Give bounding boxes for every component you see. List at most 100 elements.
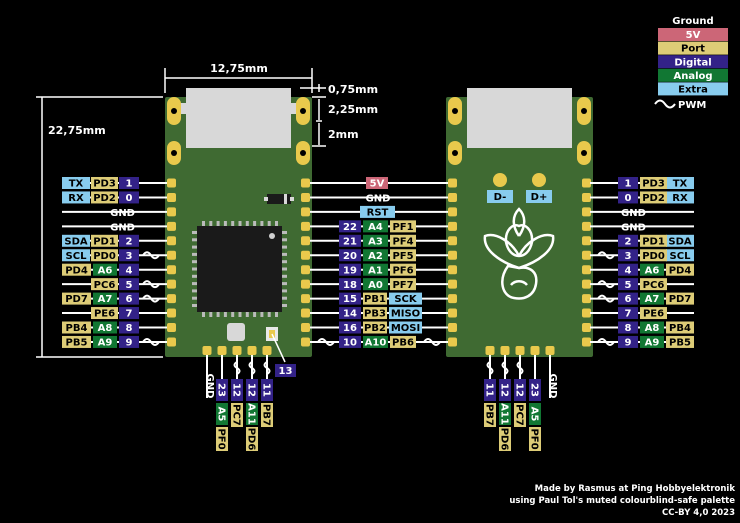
pin-port-pb5: PB5 bbox=[666, 335, 694, 349]
pin-digital-16: 16 bbox=[339, 321, 361, 334]
pin-port-pf7: PF7 bbox=[390, 278, 416, 291]
svg-text:0: 0 bbox=[126, 193, 133, 204]
svg-text:A8: A8 bbox=[98, 323, 113, 334]
legend-item-extra: Extra bbox=[658, 82, 728, 96]
svg-text:8: 8 bbox=[625, 323, 632, 334]
svg-text:18: 18 bbox=[343, 280, 357, 291]
front-left-pads bbox=[167, 178, 176, 347]
svg-text:6: 6 bbox=[126, 294, 133, 305]
svg-text:8: 8 bbox=[126, 323, 133, 334]
pin-digital-21: 21 bbox=[339, 234, 361, 247]
pin-port-pd1: PD1 bbox=[640, 234, 667, 247]
pin-digital-1: 1 bbox=[119, 177, 139, 190]
svg-text:PD7: PD7 bbox=[669, 294, 692, 305]
svg-text:5: 5 bbox=[126, 280, 133, 291]
svg-text:A9: A9 bbox=[98, 338, 113, 349]
credit-line-3: CC-BY 4,0 2023 bbox=[662, 508, 735, 518]
pin-digital-22: 22 bbox=[339, 220, 361, 233]
pin-port-pf4: PF4 bbox=[390, 234, 416, 247]
pin-port-pb4: PB4 bbox=[666, 321, 694, 334]
svg-text:PD0: PD0 bbox=[93, 251, 116, 262]
pin-digital-12: 12 bbox=[245, 379, 258, 401]
svg-text:23: 23 bbox=[215, 383, 226, 397]
svg-text:10: 10 bbox=[343, 338, 357, 349]
pin-extra-tx: TX bbox=[666, 177, 694, 190]
svg-text:21: 21 bbox=[343, 236, 357, 247]
svg-text:SDA: SDA bbox=[64, 236, 88, 247]
pin-port-pc6: PC6 bbox=[640, 278, 667, 291]
pwm-wave-icon bbox=[501, 361, 509, 375]
pin-digital-0: 0 bbox=[618, 191, 638, 204]
pwm-wave-icon bbox=[233, 361, 241, 375]
svg-text:RST: RST bbox=[367, 208, 389, 219]
svg-text:Extra: Extra bbox=[678, 85, 708, 96]
pin-label-gnd: GND bbox=[621, 222, 646, 233]
svg-text:4: 4 bbox=[126, 265, 133, 276]
pin-analog-a5: A5 bbox=[528, 403, 541, 425]
pin-port-pd2: PD2 bbox=[91, 191, 118, 204]
pwm-wave-icon bbox=[654, 99, 676, 109]
pin-digital-8: 8 bbox=[119, 321, 139, 334]
svg-text:0: 0 bbox=[625, 193, 632, 204]
usb-depth-dimension: 2mm bbox=[328, 128, 359, 141]
pin-digital-23: 23 bbox=[528, 379, 541, 401]
pin-analog-a7: A7 bbox=[640, 292, 664, 305]
usb-overhang-dimension: 0,75mm bbox=[328, 83, 378, 96]
pin-port-pf0: PF0 bbox=[215, 427, 228, 451]
pwm-wave-icon bbox=[142, 280, 160, 289]
svg-text:PF6: PF6 bbox=[392, 265, 413, 276]
front-bottom-pads bbox=[202, 346, 272, 355]
pin-digital-18: 18 bbox=[339, 278, 361, 291]
pin-digital-12: 12 bbox=[230, 379, 243, 401]
pwm-wave-icon bbox=[597, 337, 615, 346]
svg-text:TX: TX bbox=[673, 179, 688, 190]
pin-digital-9: 9 bbox=[119, 335, 139, 349]
crystal bbox=[227, 323, 245, 341]
back-left-pads bbox=[448, 178, 457, 347]
pin-digital-20: 20 bbox=[339, 249, 361, 262]
pin-port-pd0: PD0 bbox=[91, 249, 118, 262]
front-board bbox=[165, 88, 312, 357]
svg-text:A11: A11 bbox=[245, 403, 256, 425]
diode bbox=[264, 194, 294, 204]
svg-text:PC6: PC6 bbox=[643, 280, 665, 291]
pin-digital-12: 12 bbox=[498, 379, 511, 401]
pwm-wave-icon bbox=[423, 337, 441, 346]
svg-text:PB2: PB2 bbox=[364, 323, 386, 334]
pin-label-gnd: GND bbox=[547, 374, 558, 399]
legend-item-5v: 5V bbox=[658, 28, 728, 41]
pin-port-pd1: PD1 bbox=[91, 234, 118, 247]
orchid-logo-icon bbox=[483, 207, 555, 300]
pin-5v: 5V bbox=[366, 177, 388, 190]
pin-digital-12: 12 bbox=[513, 379, 526, 401]
pin-extra-rx: RX bbox=[666, 191, 694, 204]
svg-text:PF0: PF0 bbox=[215, 428, 226, 449]
pin-digital-3: 3 bbox=[618, 249, 638, 262]
pin-digital-0: 0 bbox=[119, 191, 139, 204]
pin-extra-sck: SCK bbox=[389, 292, 422, 305]
pin-digital-6: 6 bbox=[119, 292, 139, 305]
svg-text:A3: A3 bbox=[368, 236, 383, 247]
svg-text:1: 1 bbox=[625, 179, 632, 190]
svg-text:A1: A1 bbox=[368, 265, 383, 276]
svg-text:A11: A11 bbox=[498, 403, 509, 425]
credit-line-1: Made by Rasmus at Ping Hobbyelektronik bbox=[535, 484, 736, 494]
pin-port-pb5: PB5 bbox=[62, 335, 91, 349]
pad-label-d-plus: D+ bbox=[531, 192, 548, 203]
svg-text:A10: A10 bbox=[365, 338, 387, 349]
usb-data-pads: D- D+ bbox=[487, 173, 552, 203]
width-dimension: 12,75mm bbox=[210, 62, 268, 75]
legend-pwm-label: PWM bbox=[678, 100, 706, 111]
pin-analog-a10: A10 bbox=[363, 335, 388, 349]
pin-analog-a0: A0 bbox=[363, 278, 388, 291]
svg-text:SCK: SCK bbox=[394, 294, 418, 305]
svg-text:Digital: Digital bbox=[674, 57, 711, 68]
svg-text:PD1: PD1 bbox=[642, 236, 665, 247]
pin-port-pb7: PB7 bbox=[260, 403, 273, 427]
svg-text:MISO: MISO bbox=[391, 309, 420, 320]
svg-text:PC7: PC7 bbox=[230, 404, 241, 426]
pin-analog-a11: A11 bbox=[498, 403, 511, 425]
svg-text:12: 12 bbox=[245, 383, 256, 397]
